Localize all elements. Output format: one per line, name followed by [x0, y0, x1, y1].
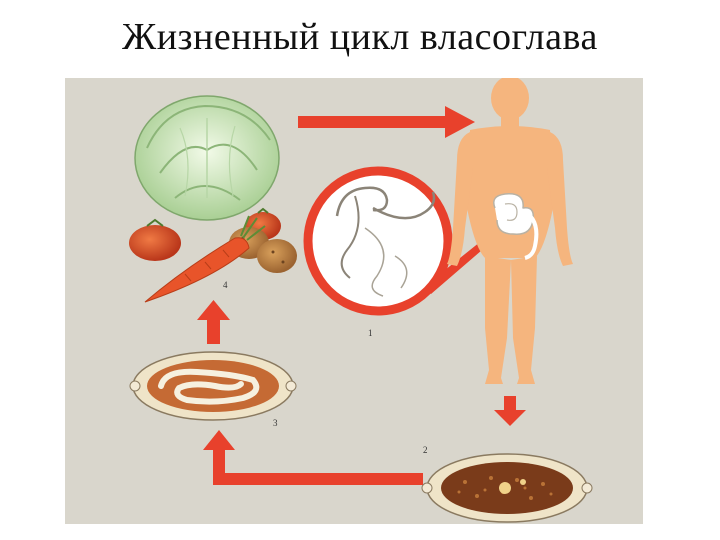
cabbage-icon [134, 95, 280, 221]
diagram-canvas [129, 78, 593, 523]
egg-larva-icon [129, 351, 297, 421]
whipworm-icon [303, 166, 453, 316]
stage-label-2: 2 [423, 445, 428, 455]
carrot-icon [144, 215, 266, 303]
stage-label-1: 1 [368, 328, 373, 338]
arrow-to-human [298, 106, 475, 138]
lifecycle-diagram: 4 1 3 2 [65, 78, 643, 524]
vegetables-icon [129, 95, 297, 303]
egg-unembryonated-icon [421, 453, 593, 523]
tomato-icon [129, 218, 181, 261]
intestine-icon [493, 193, 539, 260]
arrow-down-to-egg [494, 396, 526, 426]
slide-title: Жизненный цикл власоглава [122, 16, 598, 58]
arrow-return-to-larva-egg [203, 430, 423, 485]
human-body-icon [447, 78, 573, 384]
arrow-up-to-vegetables [197, 300, 230, 344]
stage-label-4: 4 [223, 280, 228, 290]
stage-label-3: 3 [273, 418, 278, 428]
